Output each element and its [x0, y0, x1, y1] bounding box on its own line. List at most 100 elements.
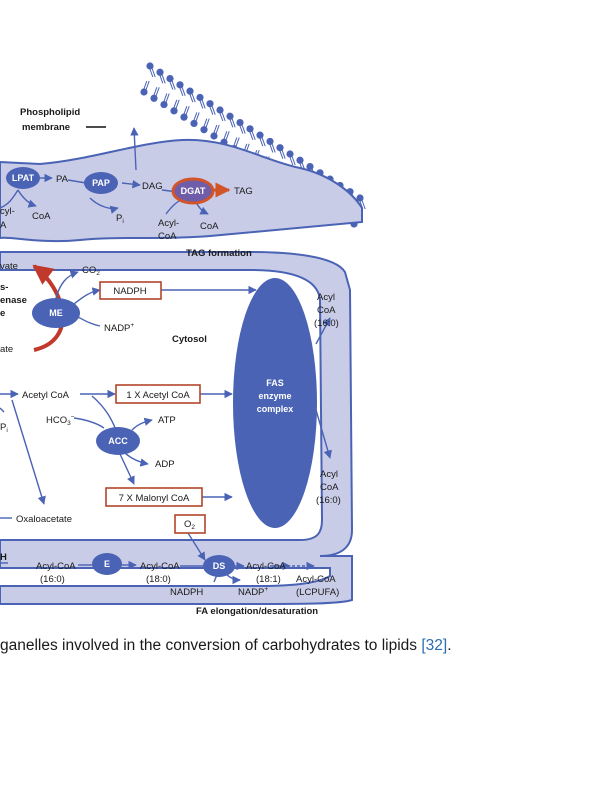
atp-label: ATP [158, 415, 176, 426]
acc-enzyme [96, 427, 140, 455]
arrow-acyl-lpat [0, 189, 19, 209]
acyl-coa-lcpufa-2: (LCPUFA) [296, 587, 339, 598]
acyl-bottom-2: CoA [320, 482, 339, 493]
lpat-label: LPAT [12, 173, 35, 183]
pa-label: PA [56, 174, 69, 185]
lipid-tail [258, 134, 264, 147]
e-enzyme-label: E [104, 559, 110, 569]
lipid-tail [164, 93, 170, 105]
lipid-tail [210, 103, 216, 115]
arrow-lpat-coa [17, 189, 37, 208]
fas-enzyme-complex [233, 278, 317, 528]
lipid-tail [172, 99, 178, 112]
lipid-tail [162, 93, 168, 105]
phospholipid-label: Phospholipid [20, 107, 80, 118]
lipid-tail [198, 97, 204, 109]
tag-label: TAG [234, 186, 253, 197]
acyl-coa-lcpufa-1: Acyl-CoA [296, 574, 336, 585]
fas-label-1: FAS [266, 378, 284, 388]
lipid-tail [154, 87, 160, 99]
arrow-nadp-me [75, 315, 101, 327]
lipid-tail [220, 109, 226, 122]
acyl-left-2: A [0, 220, 7, 231]
malonyl-box-label: 7 X Malonyl CoA [119, 493, 190, 504]
e-enzyme [92, 553, 122, 575]
acetyl-coa-label: Acetyl CoA [22, 390, 70, 401]
lpat-enzyme [6, 167, 40, 189]
caption-reference-link[interactable]: [32] [421, 637, 448, 654]
ate-label: ate [0, 344, 13, 355]
arrow-fas-acyl-top [315, 317, 331, 345]
acyl-coa-dgat-2: CoA [158, 231, 177, 242]
e-frag-label: e [0, 308, 5, 319]
me-enzyme [32, 298, 80, 328]
fas-label-3: complex [257, 404, 294, 414]
lipid-tail [182, 105, 188, 118]
nadp-bottom-label: NADP+ [238, 586, 268, 598]
acyl-coa-160-2: (16:0) [40, 574, 65, 585]
figure-caption: ganelles involved in the conversion of c… [0, 637, 599, 655]
er-outer-channel [0, 251, 354, 605]
lipid-tail [192, 112, 198, 124]
acyl-top-3: (16:0) [314, 318, 339, 329]
arrow-o2-ds [187, 532, 206, 561]
vate-label: vate [0, 261, 18, 272]
arrow-me-co2 [55, 270, 79, 299]
acyl-bottom-3: (16:0) [316, 495, 341, 506]
arrow-pi-left [0, 407, 5, 413]
pi-label-1: Pi [116, 213, 124, 225]
lipid-tail [202, 118, 208, 130]
arrow-to-membrane [130, 127, 139, 171]
lipid-tail [144, 80, 150, 93]
acyl-bottom-1: Acyl [320, 469, 338, 480]
dgat-enzyme [171, 177, 215, 205]
lipid-tail [240, 122, 246, 134]
lipid-tail [184, 105, 190, 118]
pap-enzyme [84, 172, 118, 194]
lipid-tail [278, 147, 284, 159]
s-dash-label: s- [0, 282, 8, 293]
acyl-coa-180-2: (18:0) [146, 574, 171, 585]
arrow-acetyl-acc [91, 395, 117, 431]
lipid-tail [288, 153, 294, 166]
acyl-coa-181-2: (18:1) [256, 574, 281, 585]
lipid-tail [214, 124, 220, 137]
coa-label-1: CoA [32, 211, 51, 222]
lipid-tail [238, 122, 244, 134]
enase-label: enase [0, 295, 27, 306]
arrow-hco3-acc [73, 417, 105, 429]
lipid-tail [222, 131, 228, 143]
lipid-tail [142, 80, 148, 93]
ds-enzyme [203, 555, 235, 577]
arrow-pap-dag [121, 179, 141, 189]
lipid-tail [228, 116, 234, 128]
hco3-label: HCO3− [46, 414, 75, 427]
lipid-tail [290, 153, 296, 166]
acyl-coa-181-1: Acyl-CoA [246, 561, 286, 572]
caption-end: . [447, 637, 452, 654]
fa-elongation-label: FA elongation/desaturation [196, 606, 318, 617]
oxaloacetate-label: Oxaloacetate [16, 514, 72, 525]
nadph-box-label: NADPH [113, 286, 146, 297]
caption-text: ganelles involved in the conversion of c… [0, 637, 422, 654]
lipid-tail [152, 87, 158, 99]
lipid-tail [188, 90, 194, 103]
nadph-box [99, 281, 162, 300]
pi-left-label: Pi [0, 422, 8, 434]
me-label: ME [49, 308, 63, 318]
lipid-tail [160, 72, 166, 84]
lipid-tail [180, 84, 186, 97]
lipid-tail [174, 99, 180, 112]
lipid-tail [208, 103, 214, 115]
lipid-tail [250, 128, 256, 141]
acetyl-box-label: 1 X Acetyl CoA [126, 390, 190, 401]
fas-label-2: enzyme [258, 391, 291, 401]
lipid-tail [158, 72, 164, 84]
lipid-tail [150, 65, 156, 78]
lipid-tail [218, 109, 224, 122]
acyl-coa-dgat-1: Acyl- [158, 218, 179, 229]
arrow-fas-acyl-bottom [315, 409, 332, 459]
nadph-bottom-label: NADPH [170, 587, 203, 598]
coa-label-2: CoA [200, 221, 219, 232]
lipid-tail [360, 197, 366, 210]
